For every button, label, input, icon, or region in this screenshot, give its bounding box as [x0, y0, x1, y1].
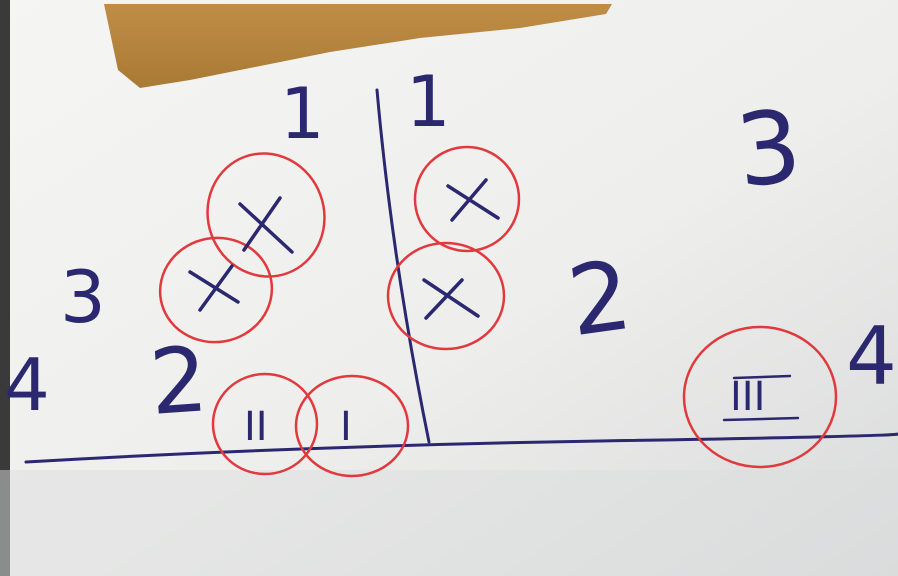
bottom-shade — [0, 470, 898, 576]
label-one-left: 1 — [280, 73, 325, 155]
label-two-left: 2 — [147, 327, 211, 436]
label-one-mid: 1 — [406, 61, 451, 143]
label-three-top-right: 3 — [731, 87, 807, 210]
label-four-left: 4 — [4, 343, 50, 427]
label-four-right: 4 — [846, 310, 897, 403]
roman-numeral-two: II — [244, 404, 268, 450]
label-three-left: 3 — [60, 255, 106, 339]
roman-numeral-three: III — [730, 374, 765, 420]
roman-numeral-one: I — [340, 404, 352, 450]
